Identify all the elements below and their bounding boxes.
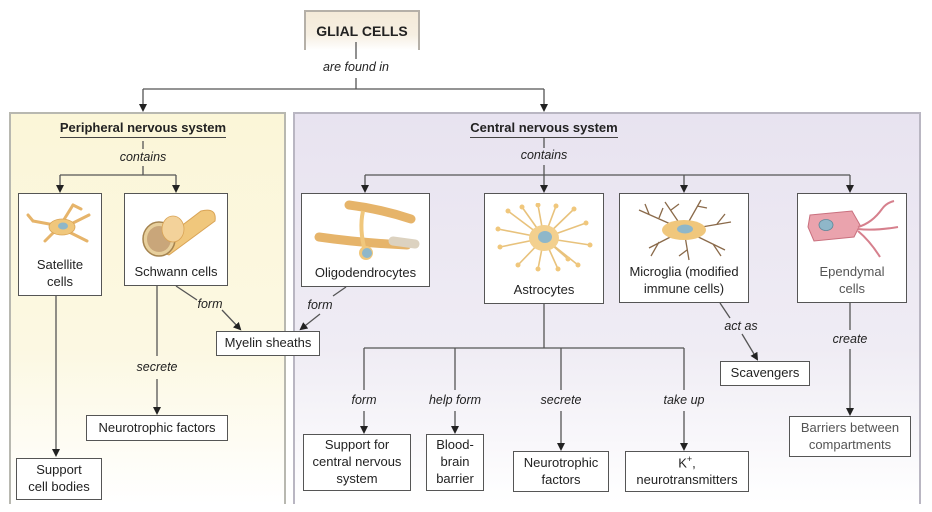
glial-cells-title: GLIAL CELLS (304, 10, 420, 50)
support-line2: cell bodies (28, 479, 90, 494)
cns-title: Central nervous system (445, 120, 643, 138)
bbb-line3: barrier (436, 470, 474, 486)
pns-title-text: Peripheral nervous system (59, 120, 227, 138)
support-cns-line1: Support for (324, 437, 390, 453)
myelin-sheaths-node: Myelin sheaths (216, 331, 320, 356)
satellite-cells-label: Satellite cells (34, 257, 86, 295)
astrocyte-illustration-icon (485, 194, 603, 282)
ependymal-create-verb: create (832, 332, 868, 346)
microglia-label-line1: Microglia (modified (629, 264, 739, 280)
barriers-between-compartments-node: Barriers between compartments (789, 416, 911, 457)
neuro-line2: factors (541, 471, 581, 487)
support-cell-bodies-node: Support cell bodies (16, 458, 102, 500)
cns-title-text: Central nervous system (470, 120, 618, 138)
schwann-cells-node: Schwann cells (124, 193, 228, 286)
satellite-cells-node: Satellite cells (18, 193, 102, 296)
peripheral-nervous-system-panel (9, 112, 286, 504)
support-cell-bodies-label: Support cell bodies (25, 460, 92, 498)
neurotransmitters-line: neurotransmitters (636, 472, 738, 488)
pns-title: Peripheral nervous system (40, 120, 246, 138)
cns-relation-contains: contains (520, 148, 568, 162)
blood-brain-barrier-node: Blood- brain barrier (426, 434, 484, 491)
astrocytes-label: Astrocytes (513, 282, 575, 298)
microglia-label: Microglia (modified immune cells) (626, 264, 741, 302)
oligodendrocytes-node: Oligodendrocytes (301, 193, 430, 287)
oligo-form-verb: form (307, 298, 333, 312)
relation-are-found-in: are found in (322, 60, 390, 74)
ependymal-label-line1: Ependymal (819, 264, 885, 280)
bbb-line1: Blood- (436, 437, 474, 453)
scavengers-label: Scavengers (730, 365, 800, 381)
barriers-line2: compartments (808, 436, 892, 452)
potassium-line: K+, (636, 454, 737, 472)
barriers-label: Barriers between compartments (798, 418, 902, 456)
ependymal-label-line2: cells (838, 281, 865, 297)
support-cns-line2: central nervous (312, 454, 402, 470)
microglia-illustration-icon (620, 194, 748, 264)
support-cns-node: Support for central nervous system (303, 434, 411, 491)
scavengers-node: Scavengers (720, 361, 810, 386)
ependymal-cell-illustration-icon (798, 194, 906, 264)
satellite-label-line1: Satellite (36, 257, 84, 273)
satellite-cell-illustration-icon (19, 194, 101, 257)
schwann-form-verb: form (197, 297, 223, 311)
astro-secrete-verb: secrete (540, 393, 582, 407)
oligodendrocyte-illustration-icon (302, 194, 429, 265)
pns-relation-contains: contains (119, 150, 167, 164)
microglia-node: Microglia (modified immune cells) (619, 193, 749, 303)
microglia-act-as-verb: act as (724, 319, 758, 333)
barriers-line1: Barriers between (800, 419, 900, 435)
potassium-neurotransmitters-label: K+, neurotransmitters (633, 452, 740, 491)
support-cns-label: Support for central nervous system (310, 435, 405, 490)
neuro-line1: Neurotrophic (523, 454, 599, 470)
schwann-secrete-verb: secrete (136, 360, 178, 374)
potassium-symbol: K (678, 455, 687, 471)
astrocytes-node: Astrocytes (484, 193, 604, 304)
astro-help-form-verb: help form (428, 393, 482, 407)
potassium-comma: , (692, 455, 696, 471)
schwann-cell-illustration-icon (125, 194, 227, 264)
pns-neurotrophic-factors-node: Neurotrophic factors (86, 415, 228, 441)
potassium-charge: + (686, 453, 693, 464)
pns-neurotrophic-label: Neurotrophic factors (98, 419, 216, 435)
astro-take-up-verb: take up (663, 393, 705, 407)
satellite-label-line2: cells (46, 274, 73, 290)
ependymal-cells-node: Ependymal cells (797, 193, 907, 303)
cns-neurotrophic-label: Neurotrophic factors (521, 453, 601, 491)
bbb-line2: brain (440, 454, 470, 470)
oligodendrocytes-label: Oligodendrocytes (314, 265, 417, 281)
myelin-sheaths-label: Myelin sheaths (224, 335, 312, 351)
astro-form-verb: form (351, 393, 377, 407)
support-line1: Support (36, 462, 82, 478)
blood-brain-barrier-label: Blood- brain barrier (433, 435, 477, 490)
microglia-label-line2: immune cells) (643, 281, 725, 297)
support-cns-line3: system (336, 470, 378, 486)
schwann-cells-label: Schwann cells (134, 264, 218, 280)
ependymal-label: Ependymal cells (816, 264, 887, 302)
cns-neurotrophic-factors-node: Neurotrophic factors (513, 451, 609, 492)
potassium-neurotransmitters-node: K+, neurotransmitters (625, 451, 749, 492)
